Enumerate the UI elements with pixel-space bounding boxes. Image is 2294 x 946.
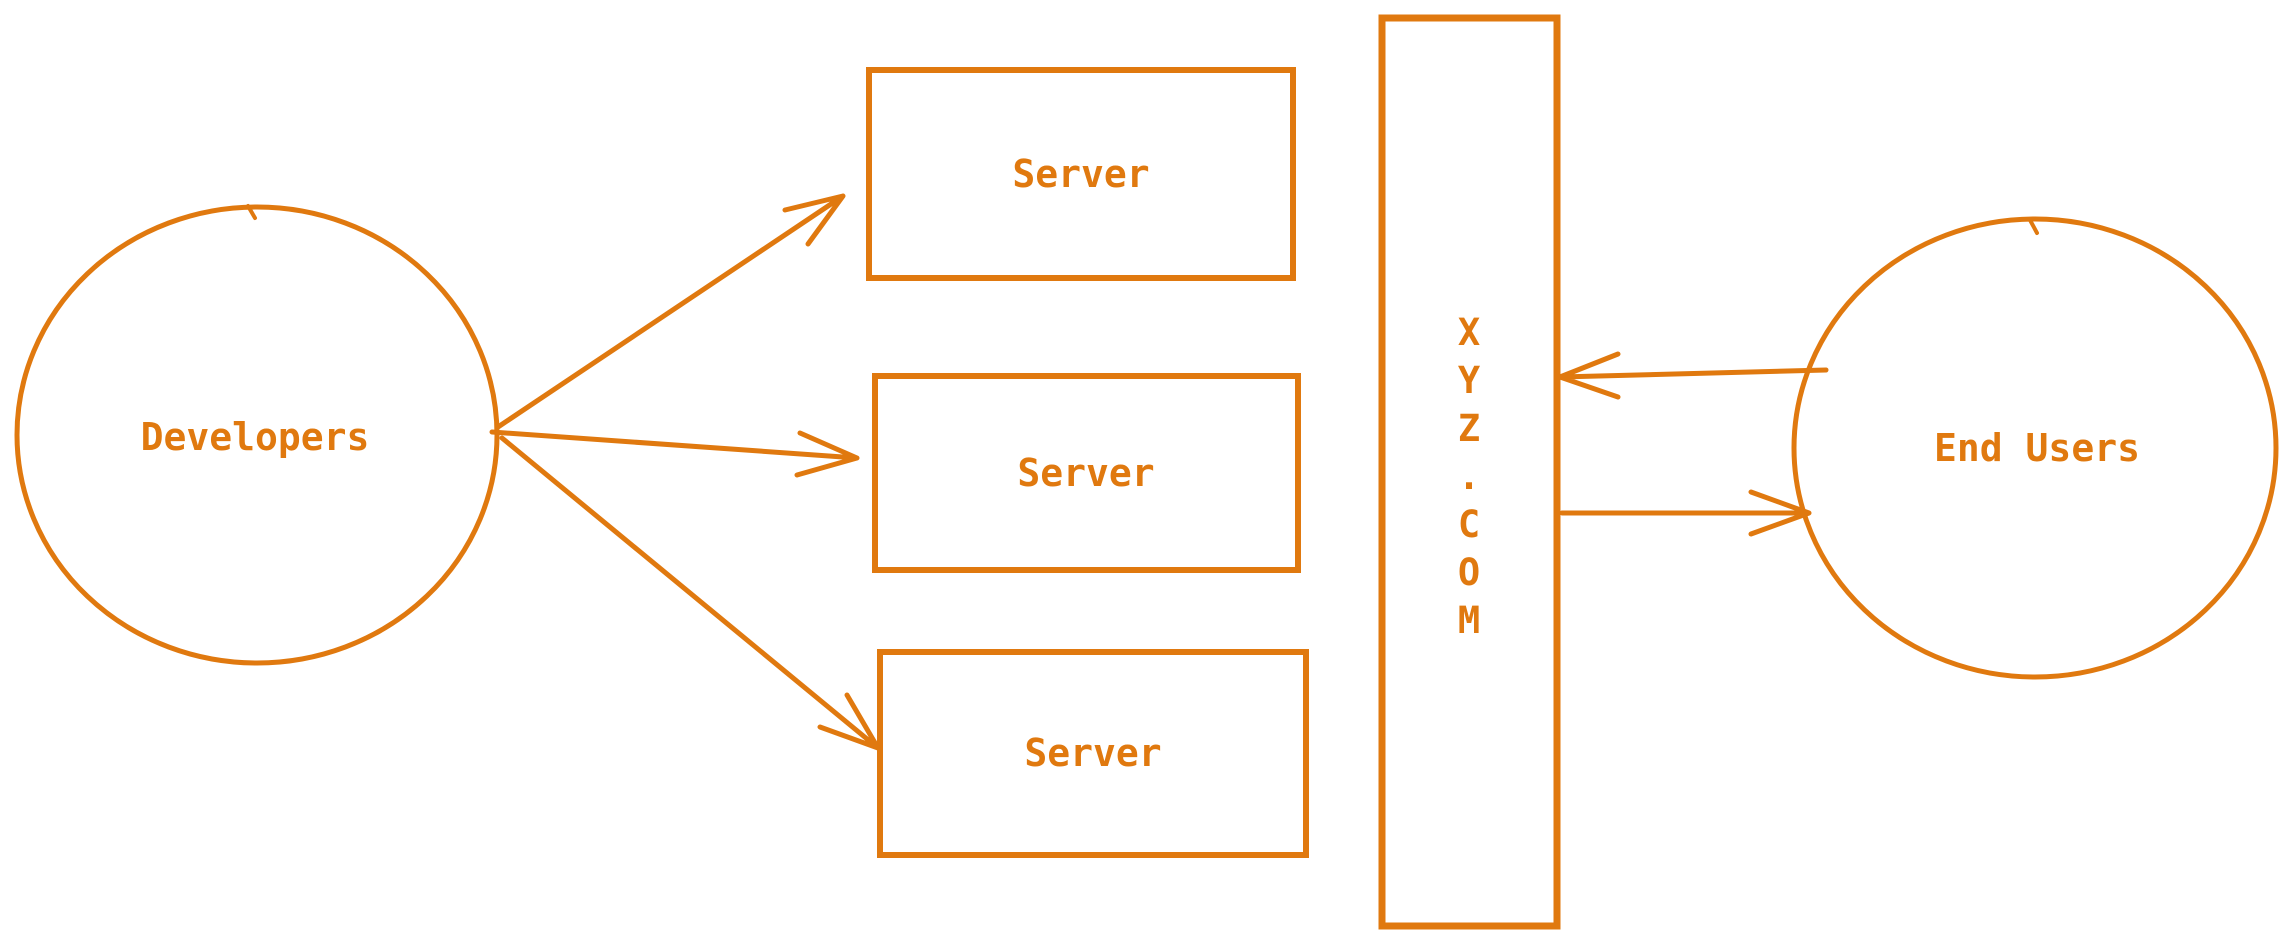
developers-label: Developers: [140, 415, 370, 459]
developers-pen-tick-icon: [246, 204, 257, 220]
end-users-label: End Users: [1934, 426, 2140, 470]
server-3-label: Server: [1024, 731, 1162, 775]
developers-node: [14, 204, 500, 666]
server-2-label: Server: [1017, 451, 1155, 495]
server-1-node: [866, 67, 1296, 281]
edge-end-users-xyz-com: [1557, 351, 1829, 400]
edge-developers-server-2: [489, 429, 860, 478]
edge-developers-server-3: [499, 435, 881, 751]
xyz-com-node: [1378, 14, 1561, 930]
end-users-pen-tick-icon: [2028, 218, 2039, 235]
server-3-node: [877, 649, 1309, 858]
server-2-node: [872, 373, 1301, 573]
server-1-label: Server: [1012, 152, 1150, 196]
edge-xyz-com-end-users: [1559, 489, 1812, 537]
end-users-node: [1791, 216, 2279, 680]
edge-developers-server-1: [495, 193, 846, 430]
